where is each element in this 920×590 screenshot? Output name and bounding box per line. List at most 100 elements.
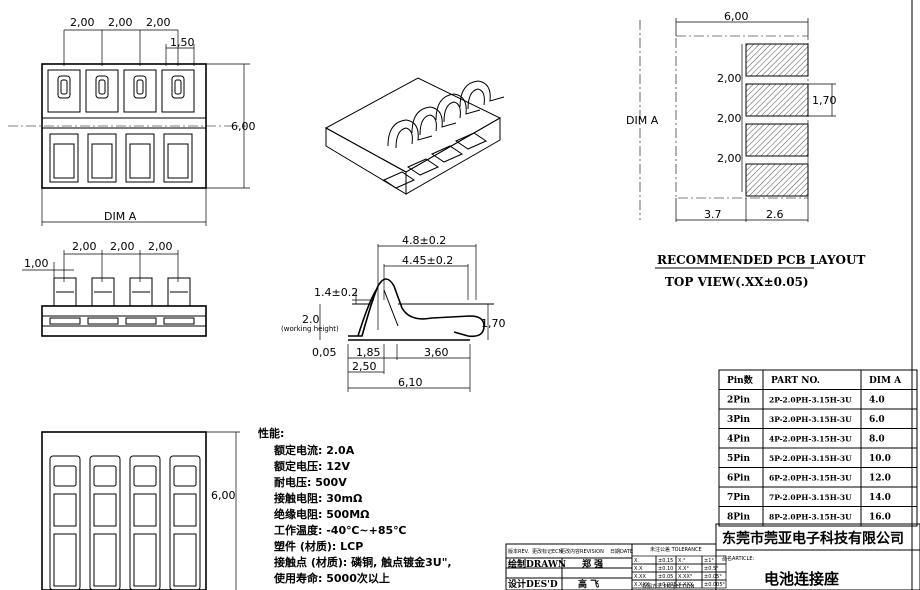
iso-contact-inner (467, 88, 485, 110)
tol-value: X.XX (634, 574, 646, 580)
front-slot-inner (60, 79, 68, 95)
bottom-slot (129, 455, 161, 590)
pin-table-value: 8.0 (869, 435, 885, 445)
article-label: 品名ARTICLE: (722, 555, 754, 562)
iso-contact-spring (411, 106, 457, 134)
spec-line: 绝缘电阻: 500MΩ (274, 507, 370, 521)
bottom-slot-top (53, 465, 77, 487)
spec-line: 接触点 (材质): 磷铜, 触点镀金3U", (274, 555, 452, 569)
dim-top-width: 4.8±0.2 (402, 234, 446, 247)
pcb-width: 6,00 (724, 10, 749, 23)
front-slot-top (123, 69, 157, 113)
bottom-height: 6,00 (211, 489, 236, 502)
pin-table-value: 6Pin (727, 474, 750, 484)
front-pitch-1: 2,00 (70, 16, 95, 29)
front-slot-top (47, 69, 81, 113)
tol-value: X.XXX (634, 582, 650, 588)
dim-inner-width: 4.45±0.2 (402, 254, 453, 267)
front-slot-inner (174, 79, 182, 95)
tol-value: ±0.5° (704, 566, 719, 572)
bottom-slot-mid (173, 493, 197, 527)
front-height: 6,00 (231, 120, 256, 133)
dim-d3: 2,50 (352, 360, 377, 373)
pin-table-value: 2P-2.0PH-3.15H-3U (769, 396, 852, 405)
side-contact-foot (125, 317, 157, 325)
working-height-note: (working height) (281, 325, 339, 333)
front-slot-bottom-inner (91, 143, 113, 179)
front-slot-bottom-inner (167, 143, 189, 179)
bottom-slot-mid (93, 493, 117, 527)
iso-contact-inner (395, 127, 413, 149)
pin-table-header: PART NO. (771, 376, 820, 386)
tol-title: 未注公差 TOLERANCE (650, 546, 702, 553)
rev-header-2: 更改标记ECN (532, 548, 563, 555)
pin-table-value: 4.0 (869, 396, 885, 406)
front-slot-top (161, 69, 195, 113)
tol-value: X. (634, 558, 639, 564)
side-pitch-2: 2,00 (110, 240, 135, 253)
company-name: 东莞市莞亚电子科技有限公司 (722, 530, 904, 547)
front-pitch-3: 2,00 (146, 16, 171, 29)
pin-table-value: 4P-2.0PH-3.15H-3U (769, 435, 852, 444)
front-width: DIM A (104, 210, 137, 223)
side-contact (91, 277, 115, 307)
pcb-left-offset: 3.7 (704, 208, 722, 221)
pin-table-value: 6.0 (869, 415, 885, 425)
front-slot-window (171, 75, 185, 99)
tol-value: ±0.05 (658, 574, 673, 580)
dim-base-gap: 0,05 (312, 346, 337, 359)
front-slot-inner (136, 79, 144, 95)
iso-contact-inner (419, 114, 437, 136)
pin-table-value: 4Pin (727, 435, 750, 445)
side-contact (53, 277, 77, 307)
pcb-pad-width: 2.6 (766, 208, 784, 221)
iso-contact-spring (387, 119, 433, 147)
tol-value: ±0.005 (658, 582, 677, 588)
pcb-pitch-2: 2,00 (717, 112, 742, 125)
pcb-pad (745, 43, 809, 77)
tol-value: ±1° (704, 558, 714, 564)
side-contact-foot (87, 317, 119, 325)
design-name: 高 飞 (578, 578, 599, 590)
front-slot-bottom (49, 133, 79, 183)
dim-d2: 3,60 (424, 346, 449, 359)
drawn-label: 绘制DRAWN (508, 558, 566, 570)
front-slot-bottom-inner (53, 143, 75, 179)
front-slot-window (95, 75, 109, 99)
drawn-name: 郑 强 (582, 558, 603, 570)
spec-line: 塑件 (材质): LCP (274, 539, 363, 553)
spec-line: 工作温度: -40℃~+85℃ (274, 523, 406, 537)
pcb-title: RECOMMENDED PCB LAYOUT (657, 253, 865, 267)
tol-value: X.XX° (678, 574, 693, 580)
iso-contact-tail (454, 132, 488, 150)
bottom-view: 6,00 (41, 431, 240, 590)
iso-contact-inner (443, 101, 461, 123)
pin-table-value: 10.0 (869, 454, 891, 464)
pcb-layout: 6,00 DIM A 2,00 2,00 2,00 1,70 3.7 2.6 R… (626, 10, 865, 289)
tol-value: X.X° (678, 566, 689, 572)
dim-working-height: 2.0 (302, 313, 320, 326)
tol-value: X.XXX (678, 582, 694, 588)
iso-contact-tail (430, 145, 464, 163)
iso-contact-spring (459, 80, 505, 108)
specs-title: 性能: (258, 426, 284, 440)
pin-table-header: DIM A (869, 376, 902, 386)
bottom-slot-top (173, 465, 197, 487)
rev-header-3: 更改内容REVISION (560, 548, 604, 555)
dim-upper-height: 1.4±0.2 (314, 286, 358, 299)
pcb-dim-label: DIM A (626, 114, 659, 127)
pin-table-cell (860, 506, 918, 527)
dim-total-height: 1,70 (481, 317, 506, 330)
front-slot-bottom (125, 133, 155, 183)
dim-d1: 1,85 (356, 346, 381, 359)
front-slot-window (57, 75, 71, 99)
side-view: 2,00 2,00 2,00 1,00 (22, 240, 207, 337)
bottom-slot-low (133, 533, 157, 587)
side-offset: 1,00 (24, 257, 49, 270)
rev-header-4: 日期DATE (610, 549, 633, 555)
pcb-pitch-3: 2,00 (717, 152, 742, 165)
bottom-slot-low (93, 533, 117, 587)
pcb-pad (745, 123, 809, 157)
side-contact (167, 277, 191, 307)
